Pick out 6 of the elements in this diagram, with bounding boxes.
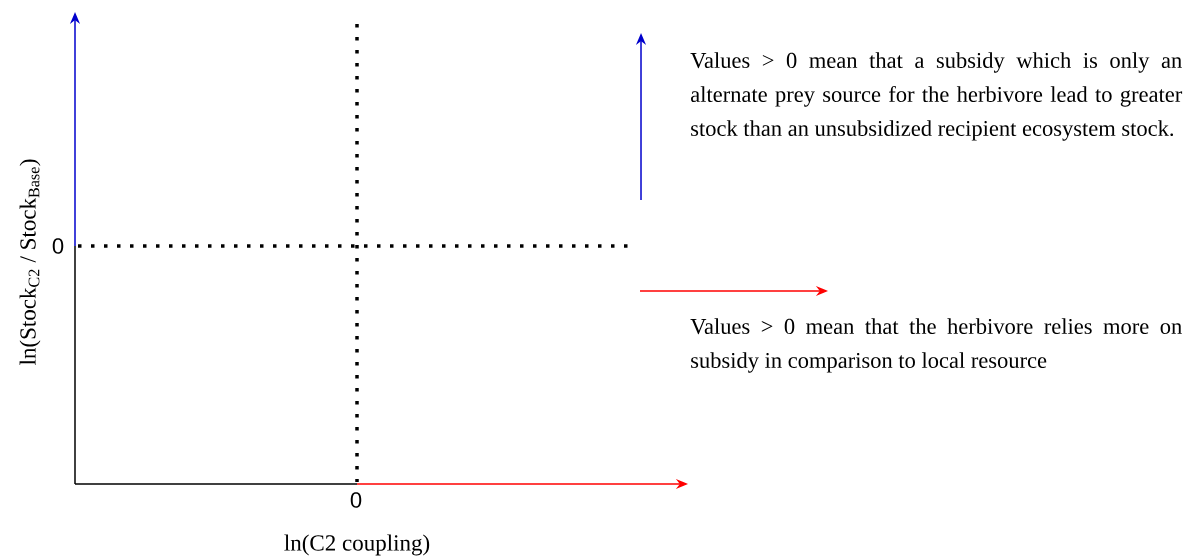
legend-text: Values > 0 mean that a subsidy which is only an alternate prey source for the herbivore lead to greater stock than an unsubsidized recipient ecosystem stock. (690, 52, 1183, 141)
legend-text: Values > 0 mean that the herbivore relies more on subsidy in comparison to local resource (690, 318, 1182, 373)
tick-label: 0 (52, 238, 64, 254)
axis-label: ln(Stock$_{C2}$ / Stock$_{Base}$) (19, 159, 41, 365)
tick-label: 0 (350, 492, 362, 508)
axis-label: ln(C2 coupling) (284, 534, 430, 556)
